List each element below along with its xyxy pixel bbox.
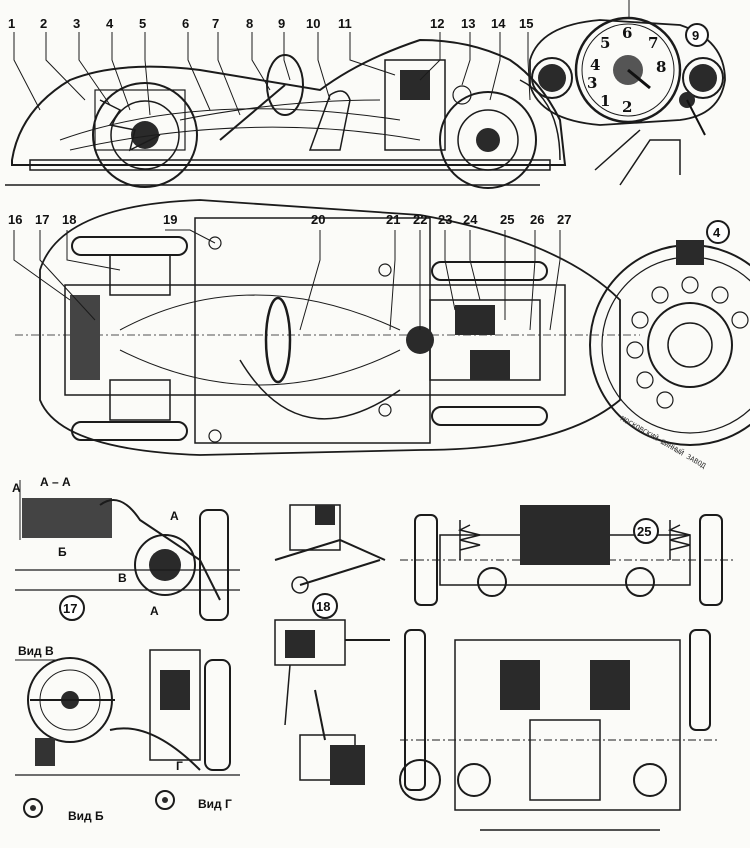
callout-12: 12	[430, 16, 444, 31]
arrow-a-left: А	[12, 481, 21, 495]
dial-num-6: 6	[622, 24, 632, 42]
callout-10: 10	[306, 16, 320, 31]
callout-19: 19	[163, 212, 177, 227]
dial-num-8: 8	[656, 58, 666, 76]
dial-num-4: 4	[590, 56, 600, 74]
section-aa-label: А – А	[40, 475, 71, 489]
front-suspension-detail: А – А А Б В А А 17 Вид В Г Вид Б	[12, 475, 240, 823]
callout-14: 14	[491, 16, 506, 31]
callout-18: 18	[62, 212, 76, 227]
callout-25: 25	[500, 212, 514, 227]
callout-22: 22	[413, 212, 427, 227]
drum-brand-text: МОСКОВСКИЙ ШИННЫЙ ЗАВОД	[619, 414, 708, 471]
callout-24: 24	[463, 212, 478, 227]
arrow-g-label: Г	[176, 759, 183, 773]
mid-leader-lines	[13, 229, 561, 331]
arrow-b-label: Б	[58, 545, 67, 559]
top-callouts: 1 2 3 4 5 6 7 8 9 10 11 12 13 14 15	[8, 16, 533, 31]
callout-16: 16	[8, 212, 22, 227]
callout-2: 2	[40, 16, 47, 31]
callout-13: 13	[461, 16, 475, 31]
callout-20: 20	[311, 212, 325, 227]
callout-17: 17	[35, 212, 49, 227]
callout-5: 5	[139, 16, 146, 31]
dial-num-2: 2	[622, 98, 632, 116]
dial-num-1: 1	[600, 92, 610, 110]
callout-27: 27	[557, 212, 571, 227]
callout-3: 3	[73, 16, 80, 31]
arrow-v-label: В	[118, 571, 127, 585]
plan-view-chassis	[15, 199, 640, 456]
view-b-label: Вид Б	[68, 809, 104, 823]
top-leader-lines	[13, 32, 531, 116]
detail-number-18: 18	[316, 599, 330, 614]
brake-drum-detail: 4 МОСКОВСКИЙ ШИННЫЙ ЗАВОД	[589, 220, 750, 471]
dashboard-instrument-panel: 1 2 3 4 5 6 7 8 9	[529, 0, 726, 186]
callout-4: 4	[106, 16, 114, 31]
detail-number-4: 4	[713, 225, 721, 240]
callout-9: 9	[278, 16, 285, 31]
callout-8: 8	[246, 16, 253, 31]
callout-26: 26	[530, 212, 544, 227]
callout-11: 11	[338, 16, 352, 31]
dial-num-7: 7	[648, 34, 658, 52]
callout-6: 6	[182, 16, 189, 31]
callout-15: 15	[519, 16, 533, 31]
view-v-label: Вид В	[18, 644, 54, 658]
dial-num-3: 3	[587, 74, 597, 92]
detail-number-17: 17	[63, 601, 77, 616]
callout-1: 1	[8, 16, 15, 31]
callout-7: 7	[212, 16, 219, 31]
arrow-a-right: А	[170, 509, 179, 523]
dial-num-5: 5	[600, 34, 610, 52]
detail-number-9: 9	[692, 28, 699, 43]
view-g-label: Вид Г	[198, 797, 232, 811]
callout-23: 23	[438, 212, 452, 227]
callout-21: 21	[386, 212, 400, 227]
rear-axle-assembly-detail: 25	[399, 505, 735, 831]
steering-mechanism-detail: 18	[274, 504, 390, 785]
mid-callouts: 16 17 18 19 20 21 22 23 24 25 26 27	[8, 212, 571, 227]
detail-number-25: 25	[637, 524, 651, 539]
side-view-car	[5, 38, 567, 189]
arrow-a-bottom: А	[150, 604, 159, 618]
